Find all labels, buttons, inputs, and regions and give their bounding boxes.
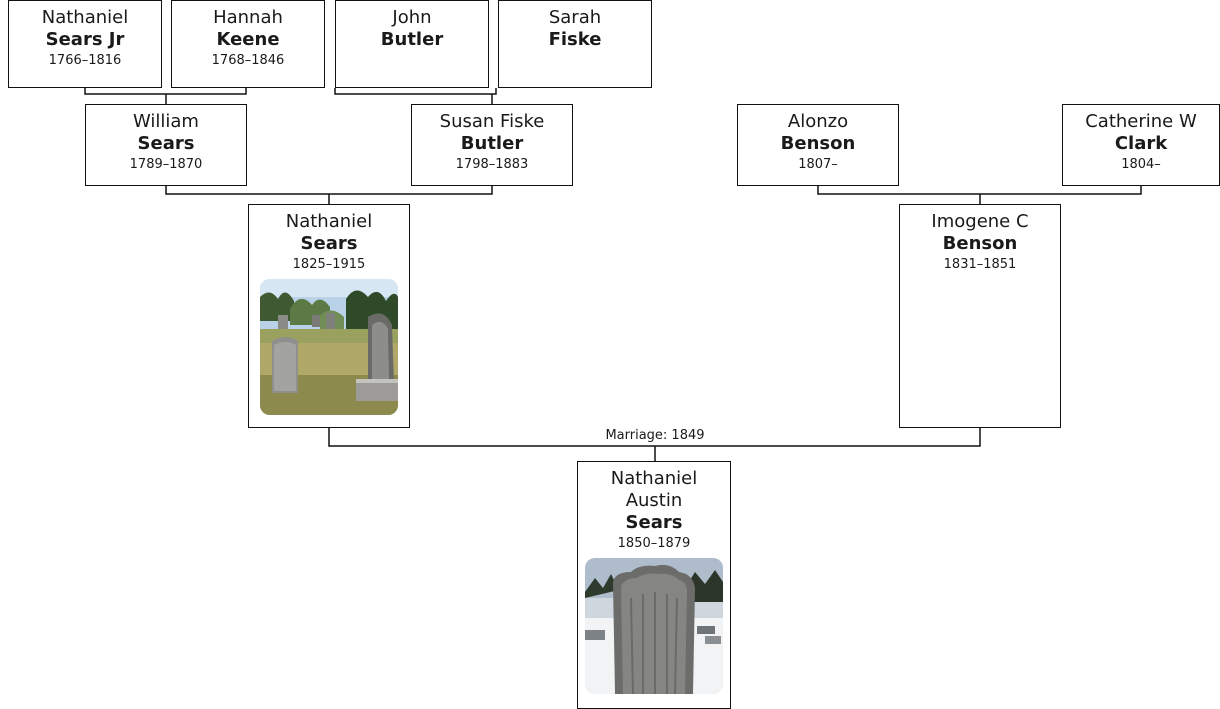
- headstone-photo[interactable]: [585, 558, 723, 694]
- person-dates: 1768–1846: [211, 53, 285, 68]
- person-card-hannah-keene[interactable]: Hannah Keene 1768–1846: [171, 0, 325, 88]
- person-surname: Butler: [460, 133, 524, 154]
- person-dates: 1789–1870: [129, 157, 203, 172]
- person-middle-name: Austin: [625, 490, 683, 511]
- headstone-photo[interactable]: [260, 279, 398, 415]
- person-surname: Sears Jr: [45, 29, 125, 50]
- person-given-name: Alonzo: [787, 111, 849, 132]
- person-surname: Butler: [380, 29, 444, 50]
- person-given-name: William: [133, 111, 199, 132]
- person-given-name: Nathaniel: [285, 211, 373, 232]
- person-surname: Fiske: [548, 29, 602, 50]
- person-surname: Sears: [625, 512, 683, 533]
- person-card-nathaniel-sears-jr[interactable]: Nathaniel Sears Jr 1766–1816: [8, 0, 162, 88]
- person-card-catherine-w-clark[interactable]: Catherine W Clark 1804–: [1062, 104, 1220, 186]
- person-dates: 1825–1915: [292, 257, 366, 272]
- person-given-name: Nathaniel: [610, 468, 698, 489]
- person-dates: 1850–1879: [617, 536, 691, 551]
- person-given-name: Sarah: [548, 7, 602, 28]
- person-given-name: Nathaniel: [41, 7, 129, 28]
- person-card-william-sears[interactable]: William Sears 1789–1870: [85, 104, 247, 186]
- person-dates: 1804–: [1121, 157, 1161, 172]
- person-card-nathaniel-sears[interactable]: Nathaniel Sears 1825–1915: [248, 204, 410, 428]
- person-dates: 1831–1851: [943, 257, 1017, 272]
- person-given-name: John: [392, 7, 432, 28]
- person-surname: Clark: [1114, 133, 1168, 154]
- person-card-imogene-c-benson[interactable]: Imogene C Benson 1831–1851: [899, 204, 1061, 428]
- person-card-john-butler[interactable]: John Butler: [335, 0, 489, 88]
- person-card-sarah-fiske[interactable]: Sarah Fiske: [498, 0, 652, 88]
- person-given-name: Catherine W: [1085, 111, 1197, 132]
- person-given-name: Hannah: [213, 7, 283, 28]
- person-card-nathaniel-austin-sears[interactable]: Nathaniel Austin Sears 1850–1879: [577, 461, 731, 709]
- person-surname: Benson: [942, 233, 1018, 254]
- headstone-photo-image: [585, 558, 723, 694]
- marriage-label: Marriage: 1849: [588, 428, 722, 444]
- person-surname: Benson: [780, 133, 856, 154]
- person-surname: Sears: [137, 133, 195, 154]
- person-surname: Sears: [300, 233, 358, 254]
- person-dates: 1807–: [798, 157, 838, 172]
- person-card-susan-fiske-butler[interactable]: Susan Fiske Butler 1798–1883: [411, 104, 573, 186]
- person-dates: 1766–1816: [48, 53, 122, 68]
- person-card-alonzo-benson[interactable]: Alonzo Benson 1807–: [737, 104, 899, 186]
- person-given-name: Imogene C: [931, 211, 1029, 232]
- person-given-name: Susan Fiske: [439, 111, 545, 132]
- person-dates: 1798–1883: [455, 157, 529, 172]
- headstone-photo-image: [260, 279, 398, 415]
- person-surname: Keene: [216, 29, 280, 50]
